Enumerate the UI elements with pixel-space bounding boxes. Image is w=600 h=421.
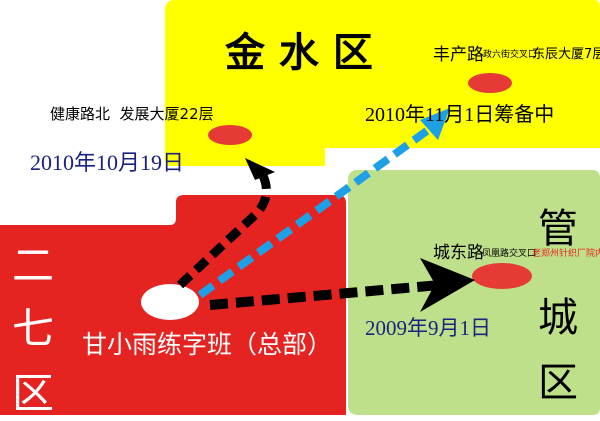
arrow-to-fengchan <box>197 121 438 299</box>
region-label-guancheng-2: 城 <box>538 295 578 341</box>
arrowhead-chengdong <box>420 258 475 312</box>
marker-jiankang <box>208 125 252 145</box>
marker-fengchan <box>468 73 512 93</box>
region-guancheng <box>348 170 600 415</box>
region-label-erqi-3: 区 <box>12 369 55 418</box>
jiankang-date: 2010年10月19日 <box>30 150 185 175</box>
arrow-to-chengdong <box>209 280 441 310</box>
region-label-guancheng-3: 区 <box>538 360 578 406</box>
region-label-jinshui: 金 水 区 <box>225 30 373 76</box>
chengdong-road: 城东路 <box>433 243 484 263</box>
region-label-erqi-1: 二 <box>12 241 55 290</box>
fengchan-date: 2010年11月1日筹备中 <box>365 104 555 126</box>
chengdong-building: 老郑州针织厂院内 <box>532 249 600 259</box>
region-label-erqi-2: 七 <box>12 304 55 353</box>
arrowhead-fengchan <box>420 108 450 140</box>
fengchan-road: 丰产路 <box>433 45 484 65</box>
marker-chengdong <box>472 263 532 289</box>
chengdong-date: 2009年9月1日 <box>365 316 491 340</box>
region-jinshui <box>165 0 600 166</box>
arrowhead-jiankang <box>245 158 275 180</box>
chengdong-cross: 凤凰路交叉口 <box>482 249 537 259</box>
region-label-guancheng-1: 管 <box>538 206 578 252</box>
marker-hq <box>141 284 199 320</box>
fengchan-cross: 政六街交叉口 <box>483 50 538 60</box>
jiankang-address: 健康路北 发展大厦22层 <box>50 105 214 123</box>
hq-name: 甘小雨练字班（总部） <box>82 330 333 359</box>
fengchan-building: 东辰大厦7层 <box>532 47 600 62</box>
